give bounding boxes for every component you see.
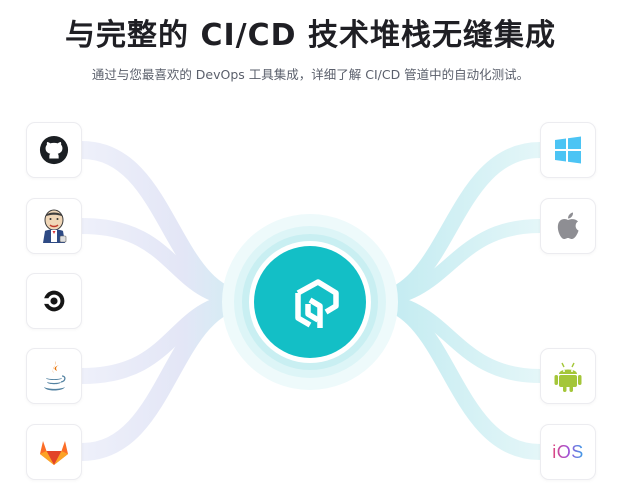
ios-icon: iOS (552, 442, 584, 462)
java-card[interactable] (26, 348, 82, 404)
java-icon (44, 361, 66, 391)
ios-card[interactable]: iOS (540, 424, 596, 480)
gitlab-icon (40, 441, 68, 465)
lambdatest-logo-icon (295, 279, 339, 328)
apple-icon (557, 212, 579, 239)
apple-card[interactable] (540, 198, 596, 254)
windows-icon (555, 136, 581, 164)
gitlab-card[interactable] (26, 424, 82, 480)
github-icon (39, 135, 69, 165)
jenkins-card[interactable] (26, 198, 82, 254)
android-icon (554, 362, 582, 392)
circleci-icon (44, 290, 65, 312)
page-title: 与完整的 CI/CD 技术堆栈无缝集成 (65, 18, 556, 53)
page-subtitle: 通过与您最喜欢的 DevOps 工具集成，详细了解 CI/CD 管道中的自动化测… (91, 67, 530, 82)
svg-text:iOS: iOS (552, 442, 584, 462)
windows-card[interactable] (540, 122, 596, 178)
circleci-card[interactable] (26, 273, 82, 329)
github-card[interactable] (26, 122, 82, 178)
android-card[interactable] (540, 348, 596, 404)
jenkins-icon (43, 209, 67, 243)
